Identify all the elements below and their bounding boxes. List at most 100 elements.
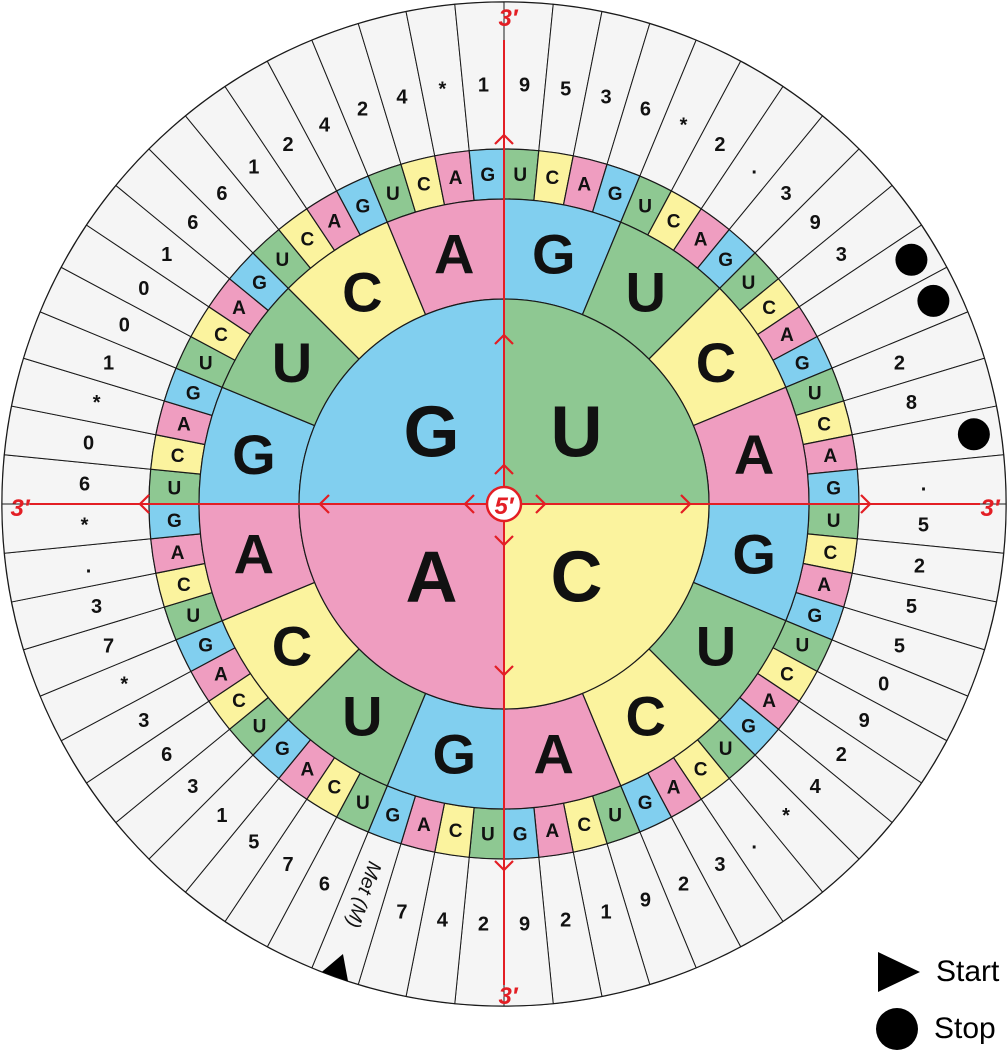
- third-base-letter: G: [167, 511, 182, 532]
- second-base-letter: A: [534, 723, 574, 786]
- segment-label: 9: [810, 212, 821, 234]
- segment-label: 5: [560, 79, 571, 101]
- axis-arrowhead: [138, 494, 150, 514]
- first-base-sector: [298, 298, 505, 505]
- first-base-letter: A: [406, 538, 458, 618]
- segment-label: 3: [187, 776, 198, 798]
- segment-label: 6: [640, 99, 651, 121]
- segment-label: 1: [103, 353, 114, 375]
- third-base-letter: G: [513, 824, 528, 845]
- third-base-letter: U: [638, 196, 652, 217]
- third-base-letter: G: [826, 478, 841, 499]
- axis-arrowhead: [494, 133, 514, 145]
- first-base-sector: [503, 298, 710, 505]
- second-base-letter: U: [696, 614, 736, 677]
- third-base-letter: C: [762, 298, 776, 319]
- segment-label: 7: [283, 854, 294, 876]
- second-base-letter: C: [272, 614, 312, 677]
- third-base-letter: G: [198, 636, 213, 657]
- end-labels: 3′ 3′ 3′ 3′: [10, 5, 1000, 1010]
- segment-label: 2: [914, 556, 925, 578]
- third-base-letter: U: [827, 511, 841, 532]
- third-base-letter: C: [214, 325, 228, 346]
- segment-label: 2: [560, 909, 571, 931]
- third-base-letter: U: [513, 165, 527, 186]
- segment-label: 5: [918, 515, 929, 537]
- third-base-letter: A: [667, 778, 681, 799]
- second-base-letter: C: [696, 331, 736, 394]
- axis-arrowhead: [494, 665, 514, 677]
- third-base-letter: G: [385, 805, 400, 826]
- third-base-letter: U: [742, 273, 756, 294]
- third-base-letter: G: [795, 354, 810, 375]
- axis-arrowhead: [494, 860, 514, 872]
- axis-arrowhead: [680, 494, 692, 514]
- second-base-letter: U: [272, 331, 312, 394]
- axis-arrowhead: [860, 494, 872, 514]
- third-base-letter: U: [199, 354, 213, 375]
- third-base-letter: C: [327, 778, 341, 799]
- legend-stop-label: Stop: [934, 1012, 996, 1045]
- third-base-letter: U: [276, 250, 290, 271]
- third-base-letter: G: [186, 383, 201, 404]
- segment-label: 1: [161, 244, 172, 266]
- third-base-letter: A: [694, 230, 708, 251]
- third-base-letter: C: [824, 543, 838, 564]
- third-base-letter: C: [449, 821, 463, 842]
- segment-label: 5: [894, 635, 905, 657]
- stop-marker-icon: [957, 418, 990, 451]
- segment-label: 1: [216, 805, 227, 827]
- third-base-letter: A: [546, 821, 560, 842]
- segment-label: 9: [519, 75, 530, 97]
- first-base-letter: C: [550, 538, 602, 618]
- segment-label: 3: [91, 596, 102, 618]
- second-base-letter: A: [234, 522, 274, 585]
- segment-label: 1: [478, 75, 489, 97]
- segment-label: 9: [859, 710, 870, 732]
- segment-label: 3: [780, 183, 791, 205]
- segment-label: 9: [519, 913, 530, 935]
- segment-label: 0: [878, 674, 889, 696]
- third-base-letter: U: [608, 805, 622, 826]
- segment-label: 2: [357, 99, 368, 121]
- third-base-letter: A: [577, 175, 591, 196]
- segment-label: 7: [396, 901, 407, 923]
- axis-arrowhead: [318, 494, 330, 514]
- segment-label: *: [438, 79, 446, 101]
- third-base-letter: G: [718, 250, 733, 271]
- second-base-letter: U: [342, 685, 382, 748]
- segment-label: 2: [678, 874, 689, 896]
- second-base-letter: A: [734, 423, 774, 486]
- segment-label: .: [921, 473, 927, 495]
- first-base-letter: G: [404, 393, 460, 473]
- circle-icon: [876, 1008, 918, 1050]
- segment-label: 2: [836, 744, 847, 766]
- segment-label: 2: [478, 913, 489, 935]
- second-base-letter: U: [625, 261, 665, 324]
- axis-arrowhead: [535, 494, 547, 514]
- segment-label: 6: [319, 874, 330, 896]
- third-base-letter: U: [186, 606, 200, 627]
- segment-label: 4: [396, 87, 408, 109]
- end-label-left: 3′: [10, 495, 30, 522]
- segment-label: 5: [906, 596, 917, 618]
- third-base-letter: C: [301, 230, 315, 251]
- segment-label: 4: [437, 909, 449, 931]
- segment-label: 3: [714, 854, 725, 876]
- third-base-letter: C: [694, 760, 708, 781]
- stop-marker-icon: [895, 243, 928, 276]
- segment-label: 9: [640, 889, 651, 911]
- third-base-letter: A: [762, 691, 776, 712]
- segment-label: 6: [161, 744, 172, 766]
- end-label-top: 3′: [498, 5, 518, 32]
- segment-label: *: [782, 805, 790, 827]
- second-base-letter: C: [625, 685, 665, 748]
- start-marker-icon: [321, 954, 349, 982]
- segment-label: 6: [216, 183, 227, 205]
- third-base-letter: C: [171, 446, 185, 467]
- third-base-letter: G: [480, 165, 495, 186]
- first-base-sector: [503, 503, 710, 710]
- third-base-letter: U: [386, 184, 400, 205]
- third-base-letter: C: [546, 168, 560, 189]
